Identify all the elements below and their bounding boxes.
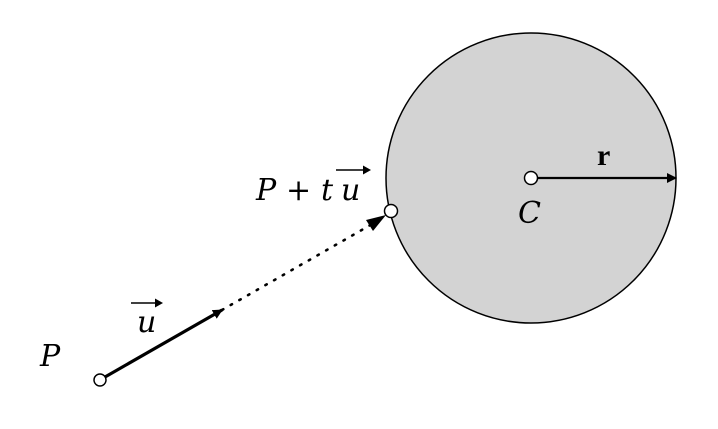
expr-u: u [341,173,360,208]
label-intersection-expression: P + t u [255,165,371,208]
direction-vector-arrow [104,308,223,379]
intersection-point-marker [383,203,399,219]
expr-plus: + [286,173,311,208]
label-vector-u: u [137,305,156,340]
vector-u-overarrow [131,298,163,308]
point-p-marker [93,373,107,387]
label-radius-r: r [597,139,610,172]
center-c-marker [523,170,539,186]
label-center-c: C [518,196,541,231]
ray-arrowhead [366,215,386,231]
expr-u-overarrow [336,165,371,175]
expr-t: t [321,173,334,208]
ray-dotted-line [220,217,383,312]
expr-p: P [255,173,277,208]
label-point-p: P [39,339,61,374]
